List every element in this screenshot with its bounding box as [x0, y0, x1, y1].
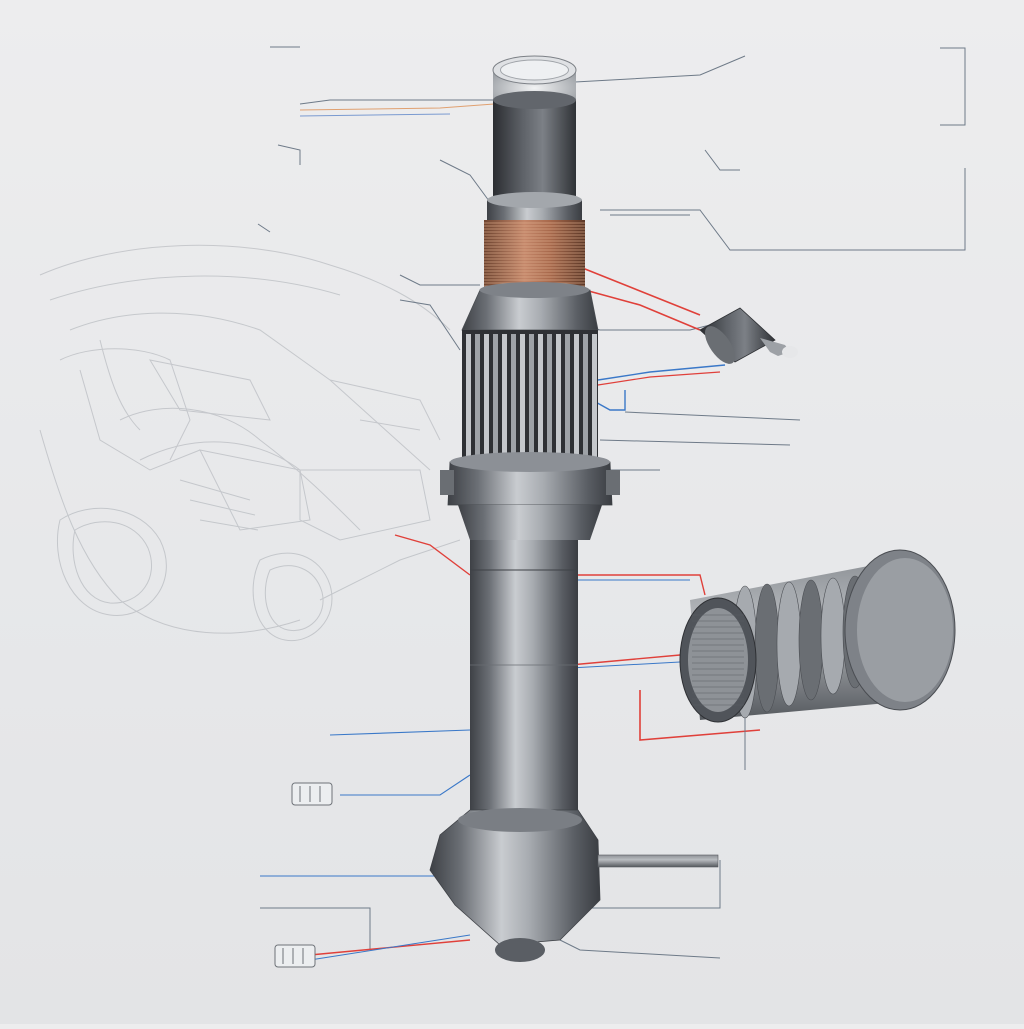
- car-sketch: [39, 244, 461, 642]
- sensor-assembly: [429, 55, 719, 962]
- copper-coil: [484, 220, 585, 290]
- sensor-main-body: [470, 540, 578, 830]
- connector-plug-lower: [274, 944, 316, 968]
- large-connector: [679, 549, 956, 723]
- connector-plug-upper: [291, 782, 333, 806]
- sensor-side-pin: [597, 854, 719, 868]
- small-probe: [699, 307, 798, 364]
